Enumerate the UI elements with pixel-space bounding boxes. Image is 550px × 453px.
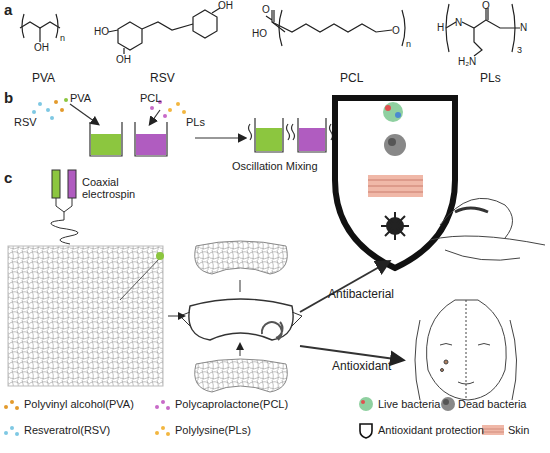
swatch-dot [161, 400, 165, 404]
swatch-dot [155, 405, 159, 409]
text-label: Antibacterial [328, 288, 394, 301]
legend-text: Dead bacteria [458, 398, 527, 410]
legend-item: Dead bacteria [458, 397, 527, 411]
swatch-dot [161, 426, 165, 430]
text-label: O [392, 25, 400, 36]
swatch-dot [15, 432, 19, 436]
panel-letter: a [4, 2, 12, 19]
legend-swatch [4, 425, 20, 437]
panel-letter: b [4, 90, 13, 107]
text-label: n [60, 34, 65, 44]
text-label: OH [116, 54, 131, 65]
legend-text: Polycaprolactone(PCL) [175, 398, 288, 410]
legend-text: Polyvinyl alcohol(PVA) [24, 398, 134, 410]
swatch-dot [10, 426, 14, 430]
text-label: Antioxidant [332, 360, 391, 373]
legend-item: Antioxidant protection [378, 423, 484, 437]
legend-item: Live bacteria [378, 397, 440, 411]
legend-item: Resveratrol(RSV) [4, 423, 110, 437]
legend-item: Polylysine(PLs) [155, 423, 251, 437]
legend-text: Resveratrol(RSV) [24, 424, 110, 436]
text-label: N [455, 17, 462, 28]
legend-item: Polycaprolactone(PCL) [155, 397, 288, 411]
text-label: PVA [70, 92, 91, 104]
legend-text: Live bacteria [378, 398, 440, 410]
text-label: O [482, 0, 490, 11]
text-label: H₂N [458, 56, 476, 67]
text-label: 3 [517, 46, 522, 56]
swatch-dot [15, 406, 19, 410]
text-label: HO [252, 28, 267, 39]
text-label: OH [218, 0, 233, 11]
swatch-dot [166, 432, 170, 436]
text-label: Oscillation Mixing [232, 160, 318, 172]
text-label: RSV [14, 116, 37, 128]
text-label: PVA [32, 72, 55, 85]
text-label: Coaxial electrospin [82, 176, 146, 200]
swatch-dot [155, 431, 159, 435]
legend-item: Skin [508, 423, 529, 437]
text-label: PLs [186, 116, 205, 128]
legend-text: Skin [508, 424, 529, 436]
text-label: H [437, 22, 444, 33]
legend-item: Polyvinyl alcohol(PVA) [4, 397, 134, 411]
legend-text: Antioxidant protection [378, 424, 484, 436]
text-label: N [520, 22, 527, 33]
text-label: OH [34, 42, 49, 53]
legend-swatch [4, 399, 20, 411]
legend-text: Polylysine(PLs) [175, 424, 251, 436]
text-label: O [262, 4, 270, 15]
text-label: HO [94, 26, 109, 37]
swatch-dot [166, 406, 170, 410]
text-label: PLs [480, 72, 501, 85]
legend-swatch [155, 425, 171, 437]
swatch-dot [10, 400, 14, 404]
text-label: RSV [150, 72, 175, 85]
panel-letter: c [4, 170, 12, 187]
text-label: PCL [140, 92, 161, 104]
text-label: n [406, 40, 411, 50]
swatch-dot [4, 431, 8, 435]
legend-swatch [155, 399, 171, 411]
text-label: PCL [340, 72, 363, 85]
swatch-dot [4, 405, 8, 409]
